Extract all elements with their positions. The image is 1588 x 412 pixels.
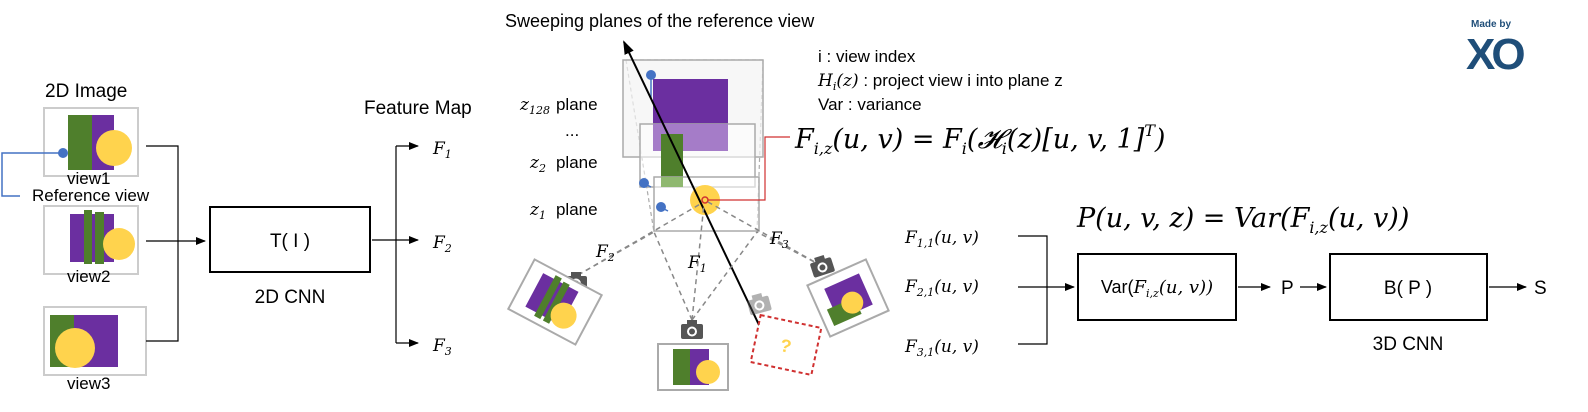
- camera-icon-bottom: [681, 320, 703, 339]
- plane-ellipsis: ...: [565, 121, 579, 140]
- cnn3d-caption: 3D CNN: [1373, 334, 1444, 355]
- view2-label: view2: [67, 267, 110, 286]
- input-f31: F3,1(u, v): [904, 337, 979, 359]
- view3-label: view3: [67, 374, 110, 393]
- feature-map-heading: Feature Map: [364, 98, 472, 119]
- view2-thumbnail: [43, 205, 139, 275]
- view1-label: view1: [67, 169, 110, 188]
- feature-f1-label: F1: [432, 139, 452, 161]
- input-f11: F1,1(u, v): [904, 228, 979, 250]
- image-heading: 2D Image: [45, 81, 127, 102]
- s-label: S: [1534, 278, 1547, 299]
- p-label: P: [1281, 278, 1294, 299]
- cnn3d-box-label: B( P ): [1384, 278, 1432, 299]
- ray-f3-label: F3: [769, 229, 789, 251]
- svg-text:XO: XO: [1466, 30, 1524, 79]
- cnn2d-box-label: T( I ): [270, 231, 310, 252]
- image-to-cnn-connectors: [146, 145, 206, 342]
- projected-point: [690, 185, 720, 215]
- probability-equation: P(u, v, z) = Var(Fi,z(u, v)): [1076, 203, 1409, 237]
- ray-f2-label: F2: [595, 242, 615, 264]
- legend-variance: Var : variance: [818, 95, 922, 114]
- feature-f2-label: F2: [432, 233, 452, 255]
- reference-dot: [58, 148, 68, 158]
- feature-f3-label: F3: [432, 336, 452, 358]
- reference-bracket: [1, 152, 63, 197]
- cnn3d-box: [1329, 253, 1488, 321]
- cnn-to-feature-connectors: [372, 142, 419, 347]
- camera-rays: [577, 201, 823, 321]
- warp-equation: Fi,z(u, v) = Fi(𝓗i(z)[u, v, 1]T): [794, 121, 1165, 158]
- left-camera-image: [506, 258, 604, 346]
- legend-view-index: i : view index: [818, 47, 916, 66]
- right-camera-image: [806, 258, 890, 338]
- variance-box-label: Var(Fi,z(u, v)): [1101, 277, 1213, 300]
- view3-thumbnail: [43, 306, 147, 376]
- cnn2d-caption: 2D CNN: [255, 287, 326, 308]
- made-by-xo-logo: Made by XO: [1466, 19, 1528, 79]
- ray-f1-label: F1: [687, 253, 707, 275]
- reference-view-label: Reference view: [32, 186, 150, 205]
- cnn2d-box: [209, 206, 371, 273]
- diagram-title: Sweeping planes of the reference view: [505, 11, 815, 31]
- input-f21: F2,1(u, v): [904, 277, 979, 299]
- legend-projection: Hi(z) : project view i into plane z: [817, 71, 1063, 93]
- unknown-mark: ?: [778, 335, 793, 357]
- sweep-frustum: [622, 59, 764, 233]
- warp-leader: [708, 136, 790, 201]
- bottom-camera-image: [657, 343, 729, 391]
- unknown-view-frame: ?: [749, 313, 823, 377]
- svg-text:Made by: Made by: [1471, 19, 1511, 30]
- input-connectors: [1018, 235, 1075, 345]
- plane-markers: [639, 70, 669, 212]
- view1-thumbnail: [43, 107, 139, 177]
- variance-box: [1077, 253, 1237, 321]
- sweep-direction-arrow: [623, 40, 771, 349]
- camera-icon-unknown: [745, 291, 772, 316]
